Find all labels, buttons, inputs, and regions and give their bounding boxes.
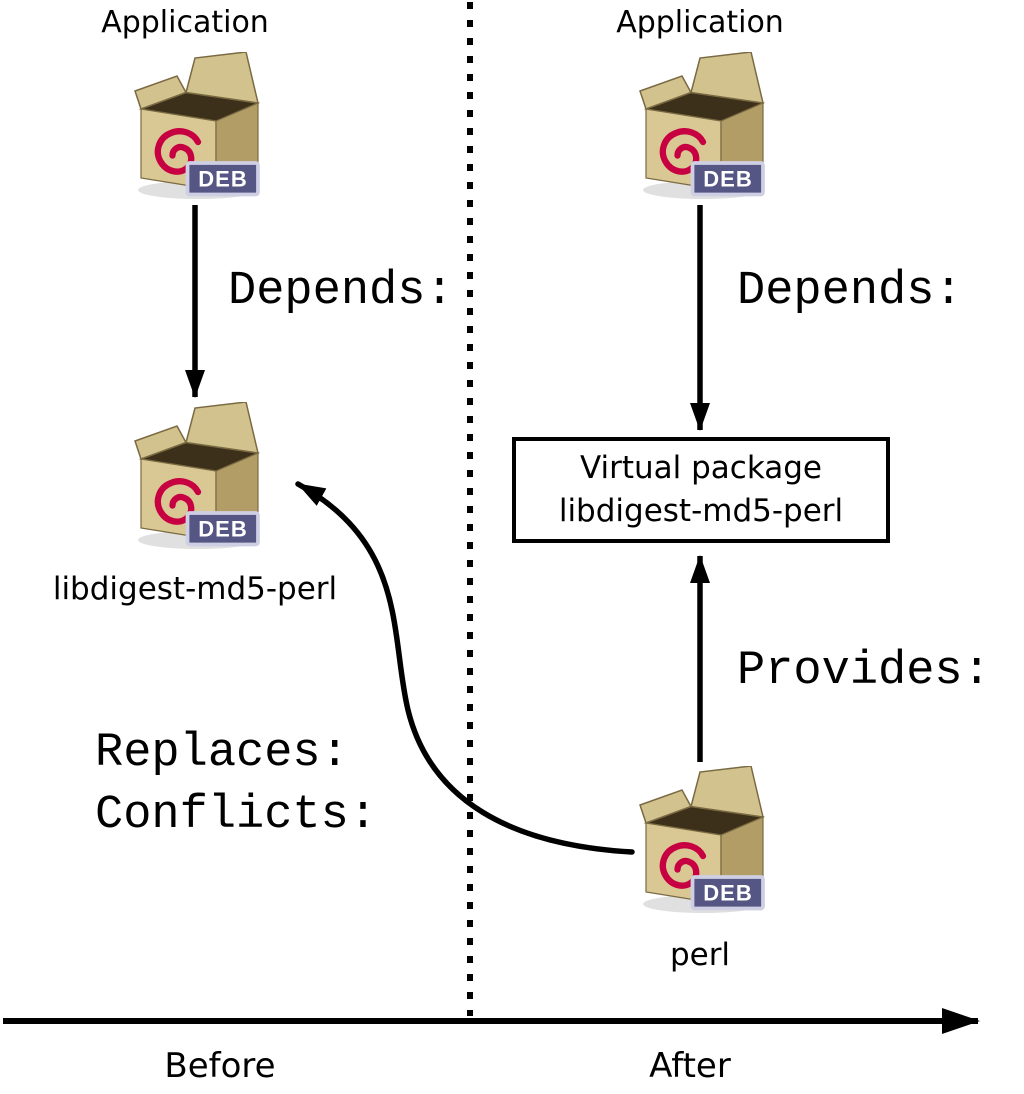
deb-badge-label: DEB bbox=[198, 167, 247, 192]
provides-label: Provides: bbox=[737, 645, 991, 698]
deb-badge-label: DEB bbox=[703, 167, 752, 192]
replaces-conflicts-arrow bbox=[295, 481, 635, 855]
axis-label-after: After bbox=[649, 1046, 731, 1086]
replaces-label: Replaces: bbox=[95, 727, 349, 780]
conflicts-label: Conflicts: bbox=[95, 789, 378, 842]
deb-badge-label: DEB bbox=[703, 881, 752, 906]
depends-label-before: Depends: bbox=[228, 265, 454, 318]
axis-label-before: Before bbox=[164, 1046, 276, 1086]
libdigest-package-label: libdigest-md5-perl bbox=[52, 571, 338, 607]
virtual-package-box: Virtual package libdigest-md5-perl bbox=[512, 437, 890, 543]
virtual-package-line1: Virtual package bbox=[579, 449, 823, 486]
perl-package-label: perl bbox=[669, 937, 731, 973]
application-label-before: Application bbox=[101, 5, 269, 40]
depends-label-after: Depends: bbox=[737, 265, 963, 318]
application-label-after: Application bbox=[616, 5, 784, 40]
deb-badge-label: DEB bbox=[198, 517, 247, 542]
virtual-package-line2: libdigest-md5-perl bbox=[558, 493, 844, 529]
